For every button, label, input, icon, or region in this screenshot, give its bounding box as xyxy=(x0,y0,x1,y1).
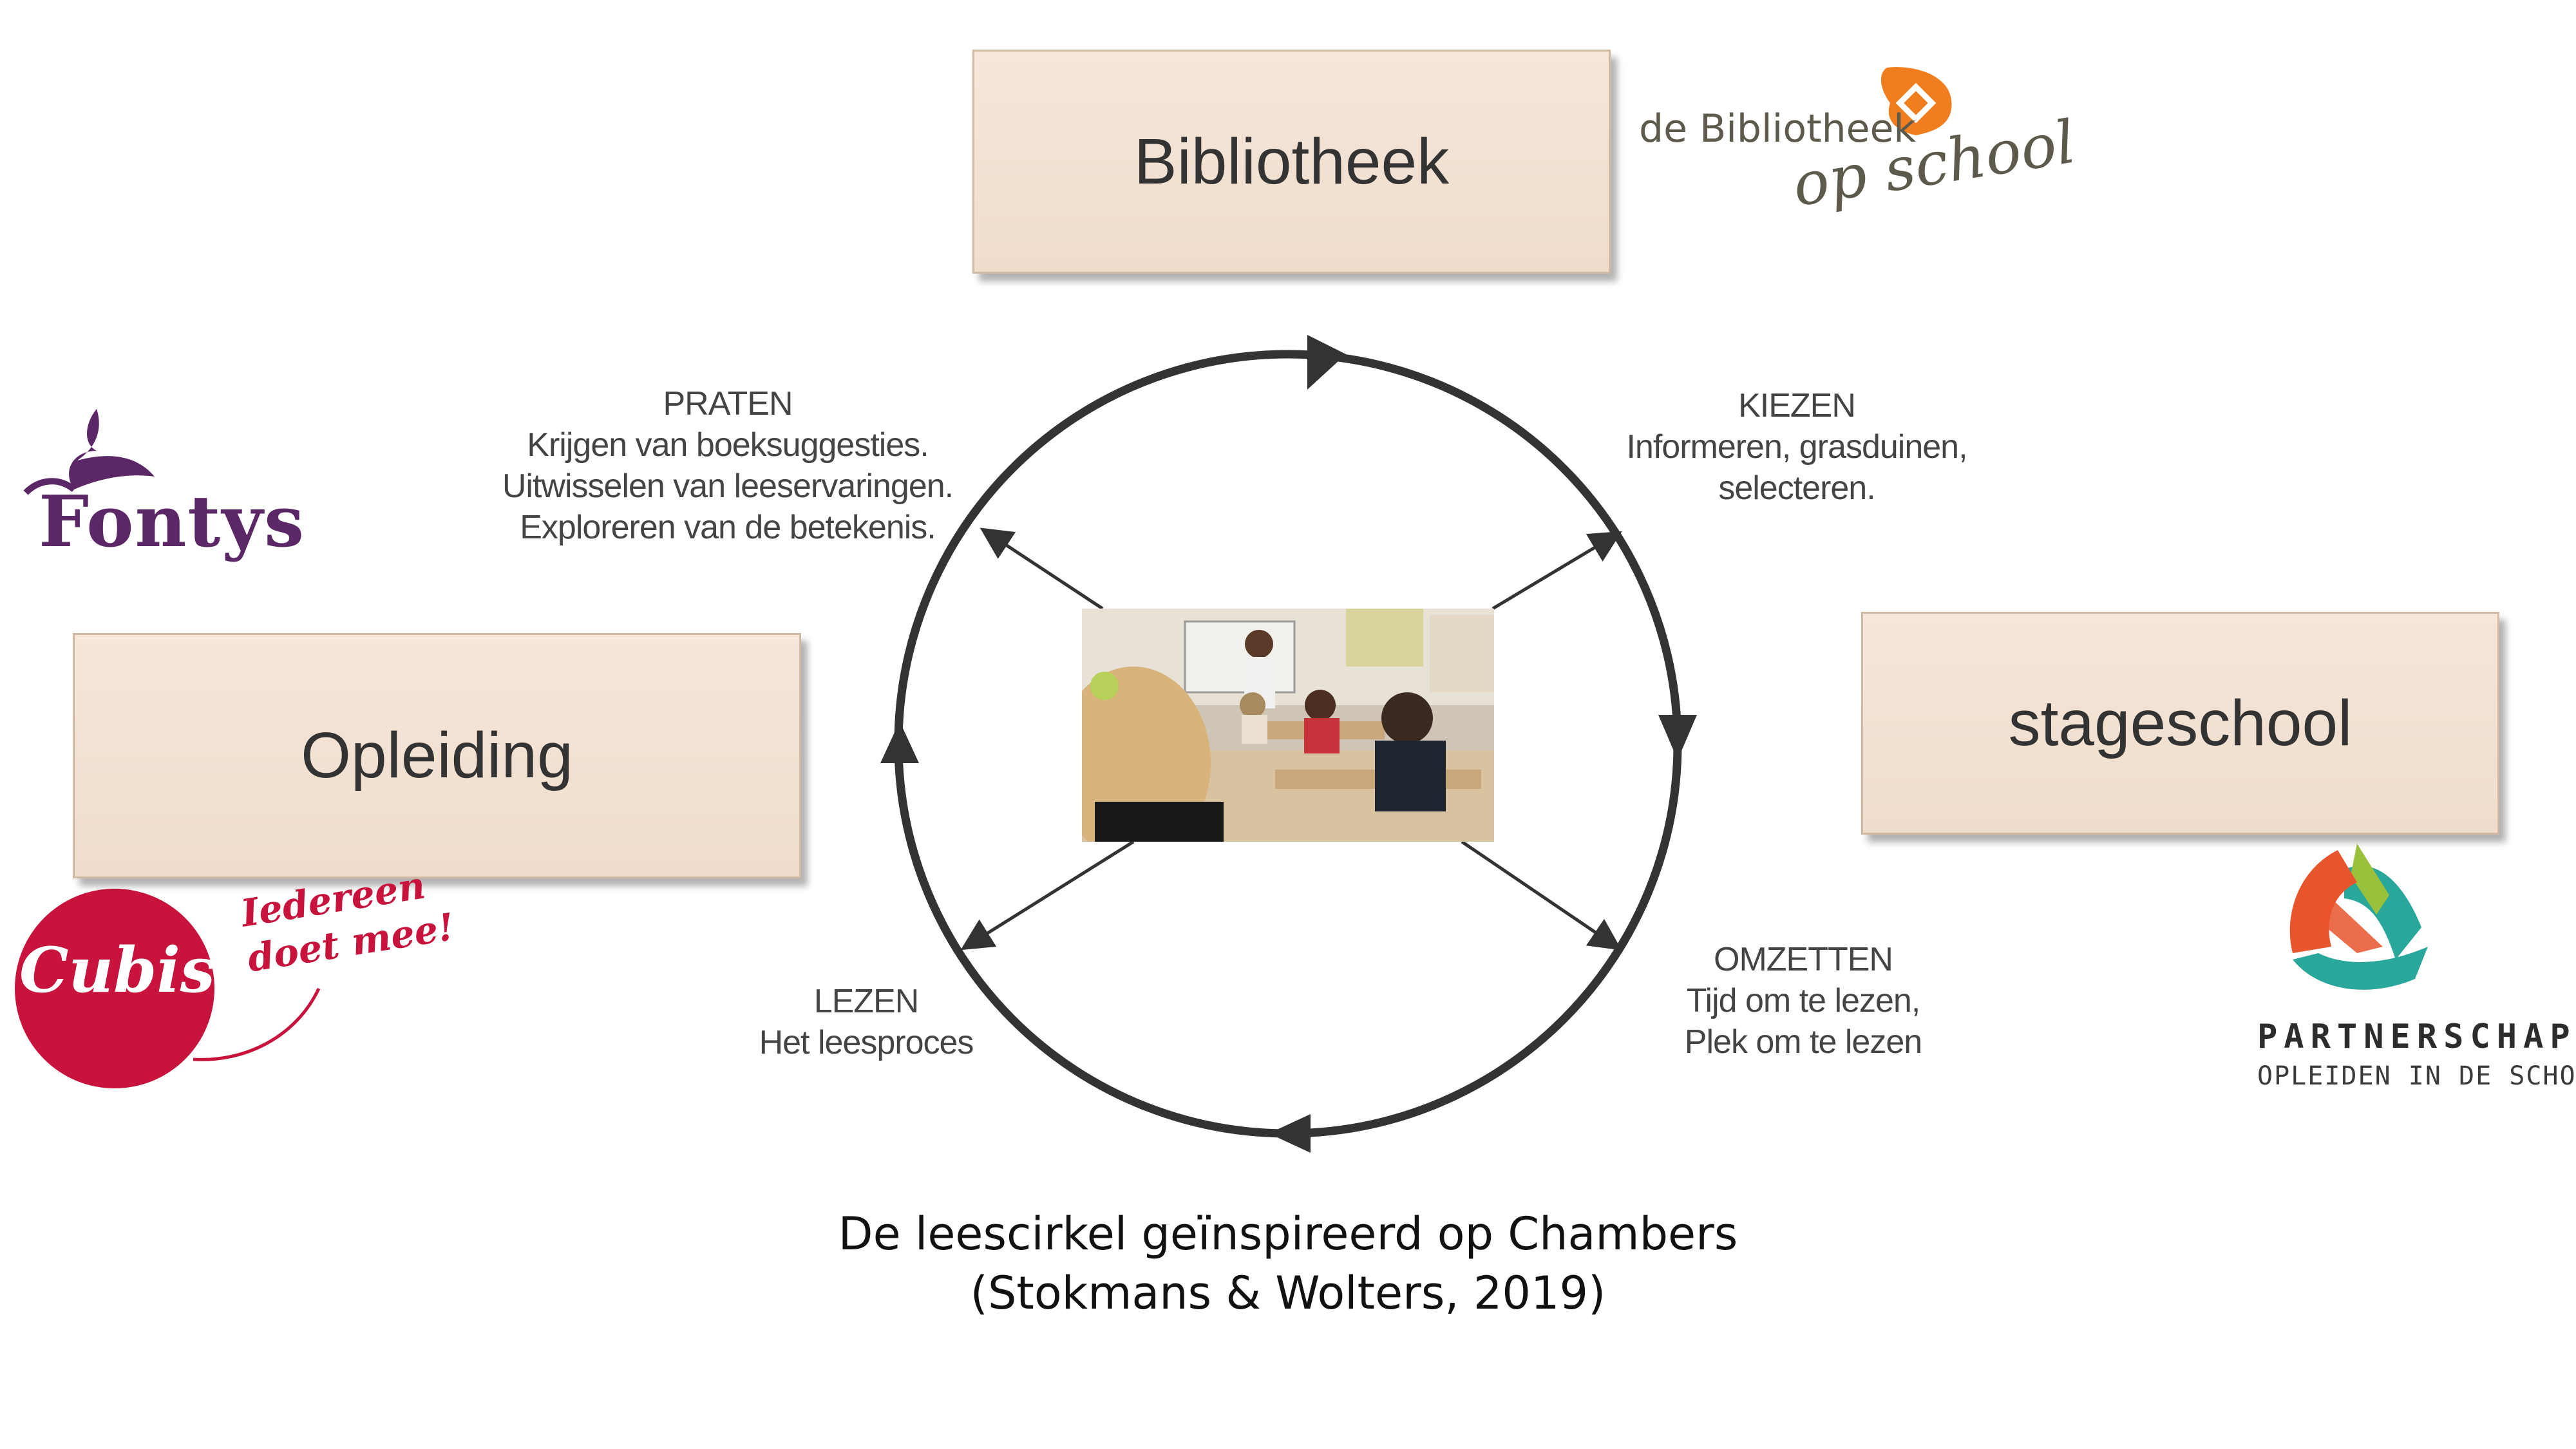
phase-omzetten-line: Tijd om te lezen, xyxy=(1686,982,1921,1019)
caption-line2: (Stokmans & Wolters, 2019) xyxy=(970,1267,1606,1320)
diagram-caption: De leescirkel geïnspireerd op Chambers (… xyxy=(644,1204,1932,1323)
phase-praten: PRATEN Krijgen van boeksuggesties. Uitwi… xyxy=(451,383,1005,548)
partnerschap-logo-line1: PARTNERSCHAP xyxy=(2257,1018,2576,1056)
phase-kiezen-line: selecteren. xyxy=(1718,469,1875,507)
circle-arrow-bottom xyxy=(1269,1114,1311,1153)
circle-arrow-top xyxy=(1307,335,1346,390)
cubiss-swoosh xyxy=(193,987,321,1061)
partnerschap-triangle-icon xyxy=(2289,844,2428,990)
phase-kiezen-line: Informeren, grasduinen, xyxy=(1626,428,1967,466)
phase-praten-line: Uitwisselen van leeservaringen. xyxy=(502,468,954,505)
classroom-photo xyxy=(1082,609,1494,842)
box-bibliotheek: Bibliotheek xyxy=(972,50,1611,274)
bibliotheek-logo-line1: de Bibliotheek xyxy=(1639,106,1917,151)
box-opleiding: Opleiding xyxy=(73,633,801,878)
box-stageschool: stageschool xyxy=(1861,612,2499,835)
box-bibliotheek-label: Bibliotheek xyxy=(1133,125,1450,198)
phase-kiezen-title: KIEZEN xyxy=(1738,387,1856,424)
arrow-to-omzetten xyxy=(1461,840,1622,951)
fontys-bird-icon xyxy=(23,409,155,495)
phase-lezen-line: Het leesproces xyxy=(759,1024,974,1061)
phase-lezen-title: LEZEN xyxy=(813,983,920,1020)
phase-kiezen: KIEZEN Informeren, grasduinen, selectere… xyxy=(1565,385,2029,509)
box-stageschool-label: stageschool xyxy=(2008,687,2353,759)
caption-line1: De leescirkel geïnspireerd op Chambers xyxy=(838,1208,1738,1260)
phase-praten-title: PRATEN xyxy=(663,385,793,422)
classroom-photo-illustration xyxy=(1082,609,1494,842)
cubiss-logo-circle xyxy=(15,889,214,1088)
phase-omzetten-title: OMZETTEN xyxy=(1714,941,1893,978)
bibliotheek-logo-icon xyxy=(1880,67,1952,135)
cubiss-logo-text: Cubiss xyxy=(19,934,250,1007)
arrow-to-kiezen xyxy=(1492,531,1622,611)
phase-omzetten-line: Plek om te lezen xyxy=(1684,1023,1922,1061)
phase-praten-line: Krijgen van boeksuggesties. xyxy=(527,426,929,464)
partnerschap-logo-line2: OPLEIDEN IN DE SCHOOL xyxy=(2257,1061,2576,1091)
fontys-logo-text: Fontys xyxy=(39,480,306,563)
phase-lezen: LEZEN Het leesproces xyxy=(708,981,1024,1063)
arrow-to-praten xyxy=(980,527,1104,611)
phase-praten-line: Exploreren van de betekenis. xyxy=(520,509,936,546)
box-opleiding-label: Opleiding xyxy=(301,719,573,791)
circle-arrow-right xyxy=(1658,715,1697,760)
circle-arrow-left xyxy=(880,721,919,763)
phase-omzetten: OMZETTEN Tijd om te lezen, Plek om te le… xyxy=(1610,939,1996,1063)
arrow-to-lezen xyxy=(960,840,1135,951)
